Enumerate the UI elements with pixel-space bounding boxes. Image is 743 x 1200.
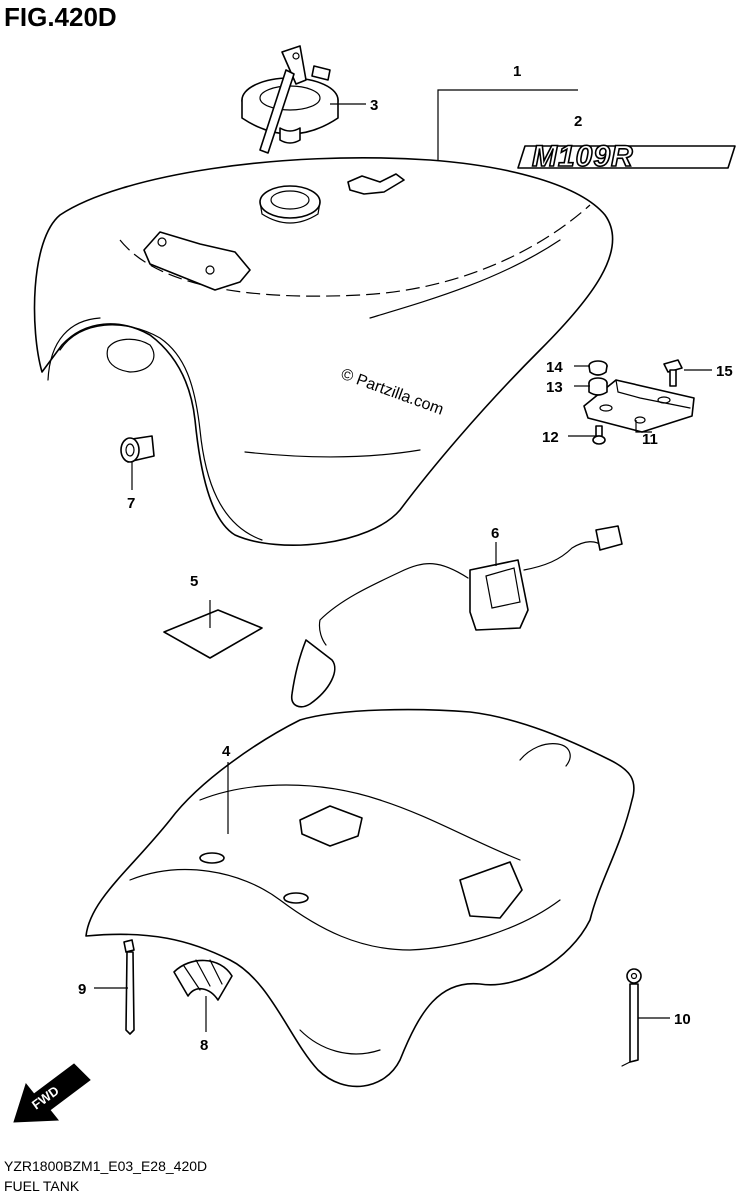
leader-lines	[94, 89, 712, 1032]
fuel-cap[interactable]	[241, 45, 339, 154]
callout-10[interactable]: 10	[674, 1011, 691, 1028]
fuel-level-gauge[interactable]	[290, 525, 623, 708]
callout-3[interactable]: 3	[370, 97, 378, 114]
callout-6[interactable]: 6	[491, 525, 499, 542]
callout-4[interactable]: 4	[222, 743, 231, 760]
grommet-13[interactable]	[588, 377, 608, 396]
callout-5[interactable]: 5	[190, 573, 198, 590]
fuel-tank[interactable]	[33, 156, 614, 546]
figure-name: FUEL TANK	[4, 1178, 80, 1194]
callout-9[interactable]: 9	[78, 981, 86, 998]
bolt-12[interactable]	[592, 425, 606, 445]
cable-tie[interactable]	[123, 939, 135, 1035]
callout-2[interactable]: 2	[574, 113, 582, 130]
forward-arrow-icon: FWD	[13, 1063, 91, 1123]
fuel-tank-bracket[interactable]	[583, 379, 695, 433]
breather-tube[interactable]	[621, 968, 642, 1067]
emblem-text: M109R	[532, 140, 634, 173]
callout-15[interactable]: 15	[716, 363, 733, 380]
hose-clamp[interactable]	[173, 959, 233, 1001]
callout-14[interactable]: 14	[546, 359, 563, 376]
callout-11[interactable]: 11	[642, 431, 658, 448]
figure-title: FIG.420D	[4, 2, 117, 32]
bolt-15[interactable]	[663, 359, 683, 387]
callout-13[interactable]: 13	[546, 379, 563, 396]
figure-code: YZR1800BZM1_E03_E28_420D	[4, 1158, 208, 1174]
callout-8[interactable]: 8	[200, 1037, 208, 1054]
callout-12[interactable]: 12	[542, 429, 559, 446]
cushion-ring[interactable]	[120, 435, 155, 463]
callout-labels: 1 2 3 4 5 6 7 8 9 10 11 12 13 14 15	[78, 63, 733, 1054]
callout-7[interactable]: 7	[127, 495, 135, 512]
collar-14[interactable]	[588, 360, 608, 376]
heat-insulator[interactable]	[85, 708, 635, 1088]
callout-1[interactable]: 1	[513, 63, 521, 80]
m109r-emblem[interactable]: M109R	[517, 139, 736, 174]
caution-label[interactable]	[163, 609, 263, 659]
